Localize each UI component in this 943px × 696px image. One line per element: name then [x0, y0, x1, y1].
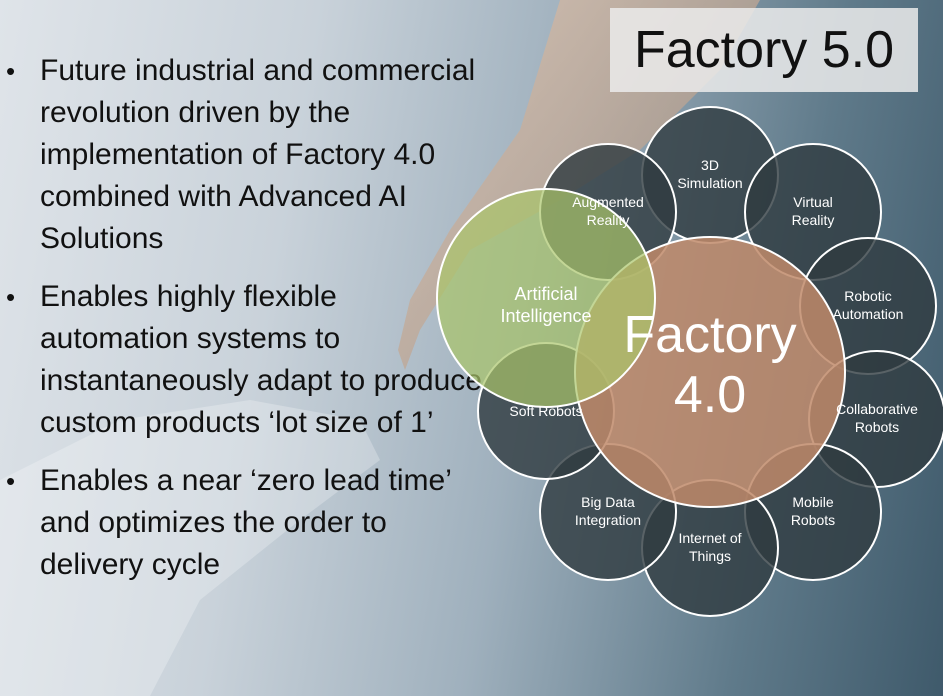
node-label-line2: Automation: [833, 306, 904, 322]
node-label-line1: Mobile: [792, 494, 833, 510]
node-label-line2: Simulation: [677, 175, 742, 191]
ai-label-line2: Intelligence: [500, 306, 591, 326]
bullet-text: Future industrial and commercial revolut…: [40, 54, 476, 255]
bullet-icon: •: [6, 466, 16, 496]
title-box: Factory 5.0: [610, 8, 918, 92]
bullet-text: Enables highly flexible automation syste…: [40, 280, 482, 439]
bullet-item: • Enables highly flexible automation sys…: [0, 276, 500, 444]
node-label-line2: Integration: [575, 512, 641, 528]
node-label-line2: Reality: [792, 212, 835, 228]
node-label-line2: Things: [689, 548, 731, 564]
node-label-line1: Internet of: [678, 530, 741, 546]
node-label-line2: Robots: [855, 419, 899, 435]
bullet-icon: •: [6, 56, 16, 86]
ai-label-line1: Artificial: [514, 284, 577, 304]
ai-circle: [436, 188, 656, 408]
node-label-line2: Robots: [791, 512, 835, 528]
bullet-text: Enables a near ‘zero lead time’ and opti…: [40, 464, 451, 581]
node-label-line2: Reality: [587, 212, 630, 228]
node-label-line1: Collaborative: [836, 401, 918, 417]
bullet-list: • Future industrial and commercial revol…: [0, 50, 500, 602]
page-title: Factory 5.0: [633, 21, 895, 79]
bullet-item: • Future industrial and commercial revol…: [0, 50, 500, 260]
bullet-item: • Enables a near ‘zero lead time’ and op…: [0, 460, 500, 586]
node-label-line1: Robotic: [844, 288, 891, 304]
node-label-line1: Virtual: [793, 194, 832, 210]
node-label-line1: Big Data: [581, 494, 635, 510]
node-label-line1: Augmented: [572, 194, 644, 210]
center-label-line2: 4.0: [674, 366, 746, 424]
center-label-line1: Factory: [623, 306, 796, 364]
node-label-line1: 3D: [701, 157, 719, 173]
bullet-icon: •: [6, 282, 16, 312]
node-label-line1: Soft Robots: [509, 403, 582, 419]
